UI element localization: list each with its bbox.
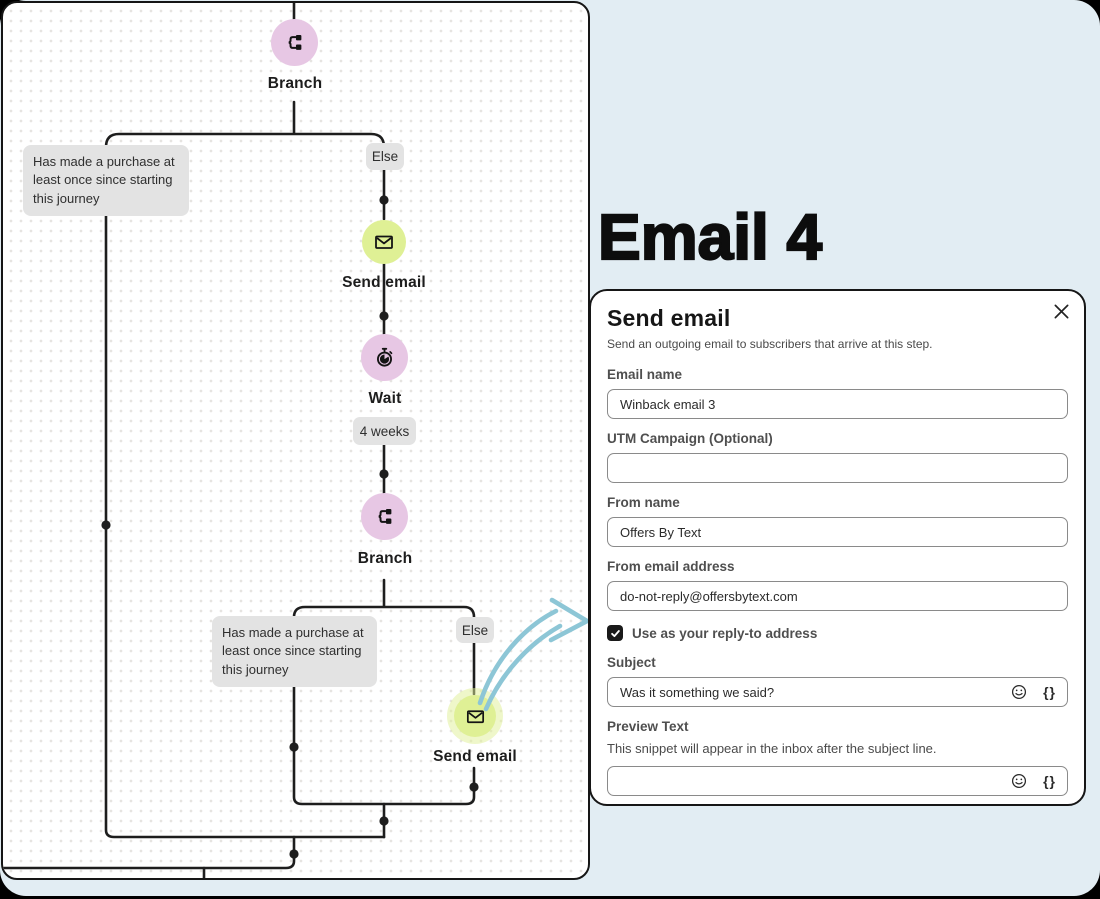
branch-icon <box>378 509 392 524</box>
wait-duration-badge[interactable]: 4 weeks <box>353 417 416 445</box>
subject-label: Subject <box>607 655 656 670</box>
flow-node-label: Send email <box>433 748 517 765</box>
from-email-input[interactable] <box>607 581 1068 611</box>
else-label[interactable]: Else <box>456 617 494 643</box>
send-email-panel: Send email Send an outgoing email to sub… <box>589 289 1086 806</box>
flow-node-label: Branch <box>267 75 323 92</box>
flow-node-branch-2[interactable] <box>361 493 408 540</box>
flow-node-send-email-2[interactable] <box>454 695 496 737</box>
else-label[interactable]: Else <box>366 143 404 170</box>
condition-label[interactable]: Has made a purchase at least once since … <box>23 145 189 217</box>
merge-tag-button[interactable]: {} <box>1043 684 1056 700</box>
check-icon <box>610 629 620 637</box>
close-button[interactable] <box>1050 300 1072 322</box>
preview-text-label: Preview Text <box>607 719 689 734</box>
preview-text-input[interactable] <box>607 766 1068 796</box>
emoji-picker-button[interactable] <box>1011 684 1027 700</box>
preview-text-helper: This snippet will appear in the inbox af… <box>607 741 937 756</box>
envelope-icon <box>375 235 393 249</box>
smiley-icon <box>1012 773 1027 789</box>
email-name-input[interactable] <box>607 389 1068 419</box>
timer-icon <box>376 347 393 367</box>
subject-input[interactable] <box>607 677 1068 707</box>
flow-node-label: Wait <box>368 390 402 407</box>
emoji-picker-button[interactable] <box>1011 773 1027 789</box>
branch-icon <box>288 35 302 50</box>
reply-to-label: Use as your reply-to address <box>632 625 818 641</box>
merge-tag-button[interactable]: {} <box>1043 773 1056 789</box>
from-name-label: From name <box>607 495 680 510</box>
from-email-label: From email address <box>607 559 735 574</box>
email-name-label: Email name <box>607 367 683 382</box>
flow-node-label: Send email <box>342 274 426 291</box>
flow-node-branch-1[interactable] <box>271 19 318 66</box>
smiley-icon <box>1012 684 1027 700</box>
reply-to-checkbox[interactable] <box>607 625 623 641</box>
panel-title: Send email <box>607 305 731 331</box>
panel-subtitle: Send an outgoing email to subscribers th… <box>607 337 933 351</box>
page-title: Email 4 <box>597 200 823 274</box>
condition-label[interactable]: Has made a purchase at least once since … <box>212 616 377 688</box>
envelope-icon <box>466 709 484 723</box>
flow-node-wait[interactable] <box>361 334 408 381</box>
from-name-input[interactable] <box>607 517 1068 547</box>
journey-canvas: Branch Has made a purchase at least once… <box>1 1 590 880</box>
flow-node-send-email-1[interactable] <box>362 220 406 264</box>
flow-node-label: Branch <box>357 550 413 567</box>
utm-campaign-input[interactable] <box>607 453 1068 483</box>
utm-campaign-label: UTM Campaign (Optional) <box>607 431 773 446</box>
close-icon <box>1054 304 1068 318</box>
